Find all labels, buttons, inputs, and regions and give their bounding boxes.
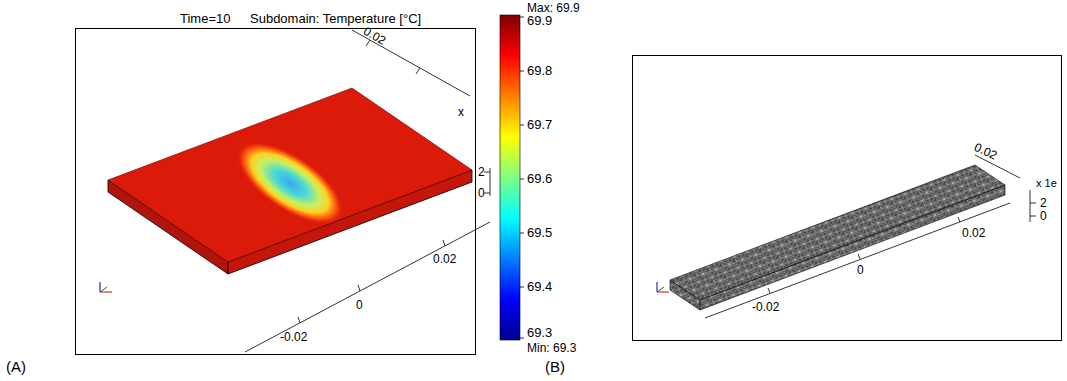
axis-label: 0 [356,298,363,312]
colorbar-label: 69.8 [527,64,552,78]
axis-label: -0.02 [280,330,307,344]
colorbar-label: 69.4 [527,280,552,294]
axis-label: 2 [1040,196,1047,210]
axis-label: 0 [857,263,864,277]
panel-label: (B) [545,360,565,374]
axis-label: 2 [478,165,485,179]
colorbar-label: 69.3 [527,326,552,340]
colorbar-max: Max: 69.9 [527,1,580,15]
colorbar-min: Min: 69.3 [527,341,576,355]
plot-title: Time=10 [180,12,230,26]
axis-label: 0 [478,186,485,200]
axis-label: x [458,105,464,119]
plot-title: Subdomain: Temperature [°C] [250,12,421,26]
colorbar-label: 69.5 [527,226,552,240]
axis-label: 0 [1040,209,1047,223]
axis-label: 0.02 [433,252,456,266]
panel-label: (A) [6,360,26,374]
axis-label: 0.02 [962,226,985,240]
colorbar-label: 69.9 [527,14,552,28]
axis-label: x 1e [1036,176,1057,190]
colorbar-label: 69.6 [527,172,552,186]
colorbar-label: 69.7 [527,118,552,132]
axis-label: -0.02 [752,300,779,314]
